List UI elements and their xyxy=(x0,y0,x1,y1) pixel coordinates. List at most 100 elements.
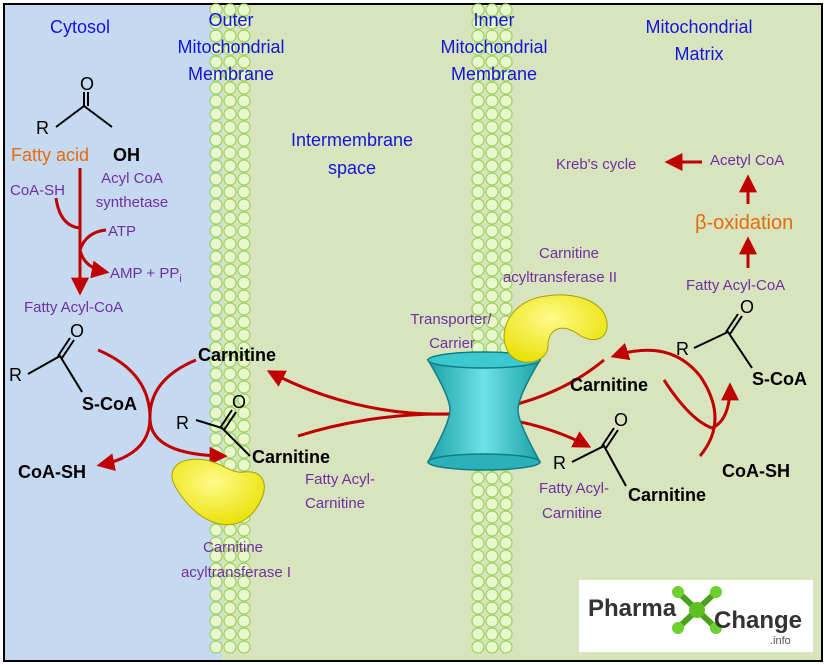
lipid-head xyxy=(471,575,485,589)
lipid-head xyxy=(237,367,251,381)
cat1-label-2: acyltransferase I xyxy=(181,564,291,581)
acetyl-coa-label: Acetyl CoA xyxy=(710,152,784,169)
lipid-head xyxy=(209,185,223,199)
lipid-head xyxy=(223,185,237,199)
lipid-head xyxy=(237,289,251,303)
lipid-head xyxy=(471,627,485,641)
lipid-head xyxy=(471,588,485,602)
lipid-head xyxy=(209,3,223,17)
lipid-head xyxy=(237,159,251,173)
lipid-head xyxy=(471,133,485,147)
cat2-label-1: Carnitine xyxy=(539,245,599,262)
atp-to-amp-curve xyxy=(78,228,110,279)
lipid-head xyxy=(499,289,513,303)
lipid-head xyxy=(471,523,485,537)
lipid-head xyxy=(485,55,499,69)
beta-oxidation-arrows xyxy=(664,153,757,268)
lipid-head xyxy=(499,536,513,550)
lipid-head xyxy=(223,354,237,368)
lipid-head xyxy=(499,29,513,43)
lipid-head xyxy=(499,146,513,160)
lipid-head xyxy=(237,172,251,186)
lipid-head xyxy=(485,185,499,199)
fatty-acyl-carnitine-inner-label-1: Fatty Acyl- xyxy=(539,480,609,497)
amp-label: AMP + PPi xyxy=(110,265,182,285)
lipid-head xyxy=(209,601,223,615)
lipid-head xyxy=(485,107,499,121)
lipid-head xyxy=(485,68,499,82)
lipid-head xyxy=(485,536,499,550)
acyl-carnitine-import-arrow xyxy=(297,412,592,448)
lipid-head xyxy=(209,250,223,264)
lipid-head xyxy=(471,289,485,303)
lipid-head xyxy=(471,250,485,264)
intermembrane-label-2: space xyxy=(328,158,376,178)
lipid-head xyxy=(237,120,251,134)
lipid-head xyxy=(223,68,237,82)
lipid-head xyxy=(485,315,499,329)
lipid-head xyxy=(223,627,237,641)
lipid-head xyxy=(499,172,513,186)
coa-sh-in-curve xyxy=(54,197,81,230)
lipid-head xyxy=(499,237,513,251)
lipid-head xyxy=(223,94,237,108)
lipid-head xyxy=(499,211,513,225)
lipid-head xyxy=(471,614,485,628)
matrix-label-2: Matrix xyxy=(675,44,724,64)
fatty-acid-R: R xyxy=(36,118,49,138)
lipid-head xyxy=(485,3,499,17)
lipid-head xyxy=(223,120,237,134)
lipid-head xyxy=(223,289,237,303)
frame-border xyxy=(3,3,823,662)
lipid-head xyxy=(237,419,251,433)
lipid-head xyxy=(223,432,237,446)
lipid-head xyxy=(223,211,237,225)
outer-membrane-label-2: Mitochondrial xyxy=(177,37,284,57)
coa-sh-matrix-label: CoA-SH xyxy=(722,461,790,481)
lipid-head xyxy=(237,536,251,550)
lipid-head xyxy=(223,315,237,329)
lipid-head xyxy=(237,250,251,264)
lipid-head xyxy=(209,354,223,368)
lipid-head xyxy=(485,81,499,95)
lipid-head xyxy=(209,146,223,160)
lipid-head xyxy=(209,432,223,446)
acyl-coa-synthetase-label-2: synthetase xyxy=(96,194,169,211)
lipid-head xyxy=(209,276,223,290)
lipid-head xyxy=(237,445,251,459)
lipid-head xyxy=(471,185,485,199)
lipid-head xyxy=(485,211,499,225)
thioester-left-O: O xyxy=(70,321,84,341)
lipid-head xyxy=(499,68,513,82)
lipid-head xyxy=(237,627,251,641)
acyl-outer-R: R xyxy=(176,413,189,433)
lipid-head xyxy=(237,302,251,316)
fatty-acyl-carnitine-outer-label-1: Fatty Acyl- xyxy=(305,471,375,488)
fatty-acyl-coa-matrix-label: Fatty Acyl-CoA xyxy=(686,277,785,294)
amp-main: AMP + PP xyxy=(110,265,179,282)
lipid-head xyxy=(223,302,237,316)
acyl-coa-synthetase-label-1: Acyl CoA xyxy=(101,170,163,187)
lipid-head xyxy=(485,497,499,511)
lipid-head xyxy=(471,16,485,30)
lipid-head xyxy=(485,588,499,602)
lipid-head xyxy=(471,42,485,56)
lipid-head xyxy=(471,146,485,160)
lipid-head xyxy=(499,198,513,212)
lipid-head xyxy=(471,601,485,615)
acyl-outer-O: O xyxy=(232,392,246,412)
lipid-head xyxy=(471,497,485,511)
fatty-acyl-carnitine-inner-label-2: Carnitine xyxy=(542,505,602,522)
lipid-head xyxy=(237,29,251,43)
carnitine-uptake-curve xyxy=(148,358,228,465)
logo-x-molecule-icon xyxy=(672,586,722,634)
beta-oxidation-label: β-oxidation xyxy=(695,212,793,234)
lipid-head xyxy=(237,601,251,615)
lipid-head xyxy=(237,588,251,602)
lipid-head xyxy=(471,211,485,225)
lipid-head xyxy=(209,120,223,134)
lipid-head xyxy=(209,55,223,69)
lipid-head xyxy=(471,55,485,69)
lipid-head xyxy=(223,549,237,563)
